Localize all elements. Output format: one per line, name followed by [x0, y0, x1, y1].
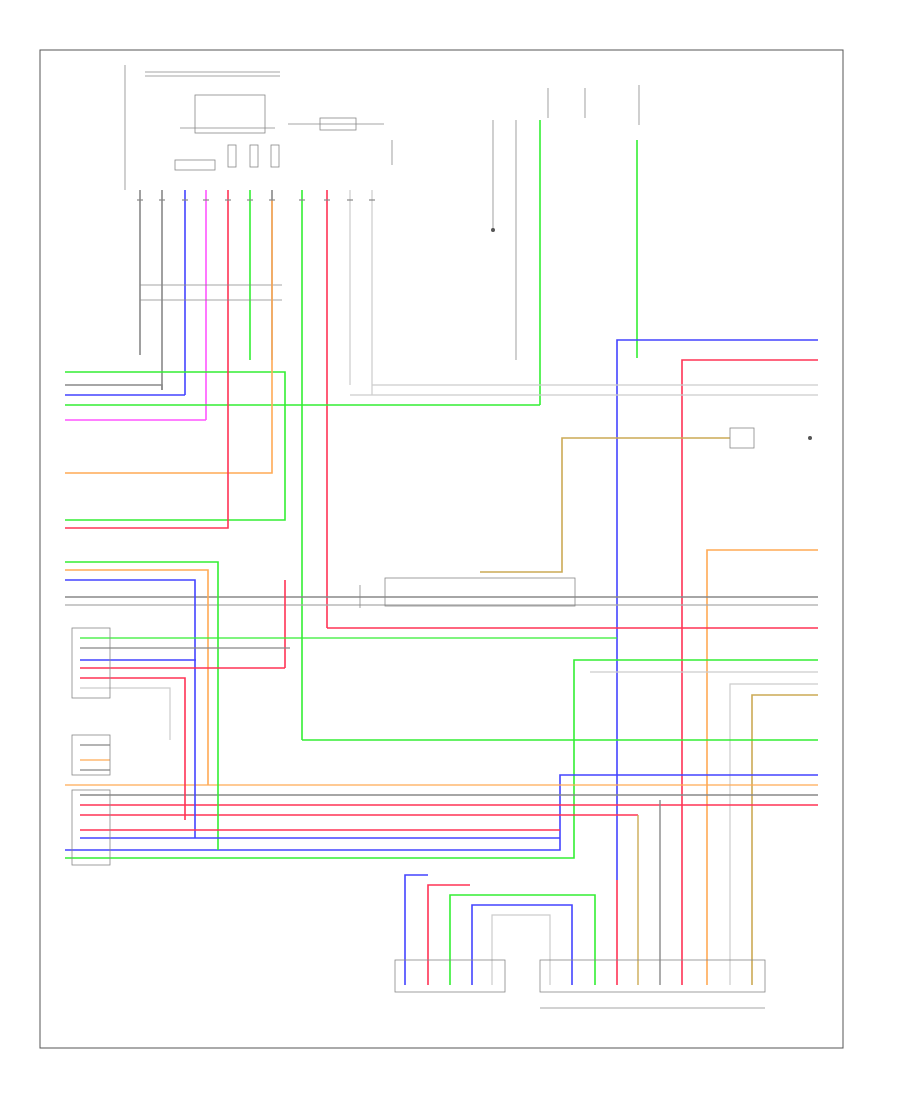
right-side-bus — [65, 339, 818, 985]
top-right-headers — [491, 85, 640, 360]
diagram-border — [39, 49, 844, 1049]
upper-left-bus — [65, 200, 540, 529]
center-connector — [359, 577, 576, 608]
bottom-wires — [404, 800, 661, 985]
bottom-right-connector — [539, 959, 766, 1009]
top-vertical-wires — [139, 120, 638, 740]
power-switch-block — [124, 65, 393, 190]
bottom-left-connector — [394, 959, 506, 993]
middle-left-connectors — [65, 561, 617, 866]
